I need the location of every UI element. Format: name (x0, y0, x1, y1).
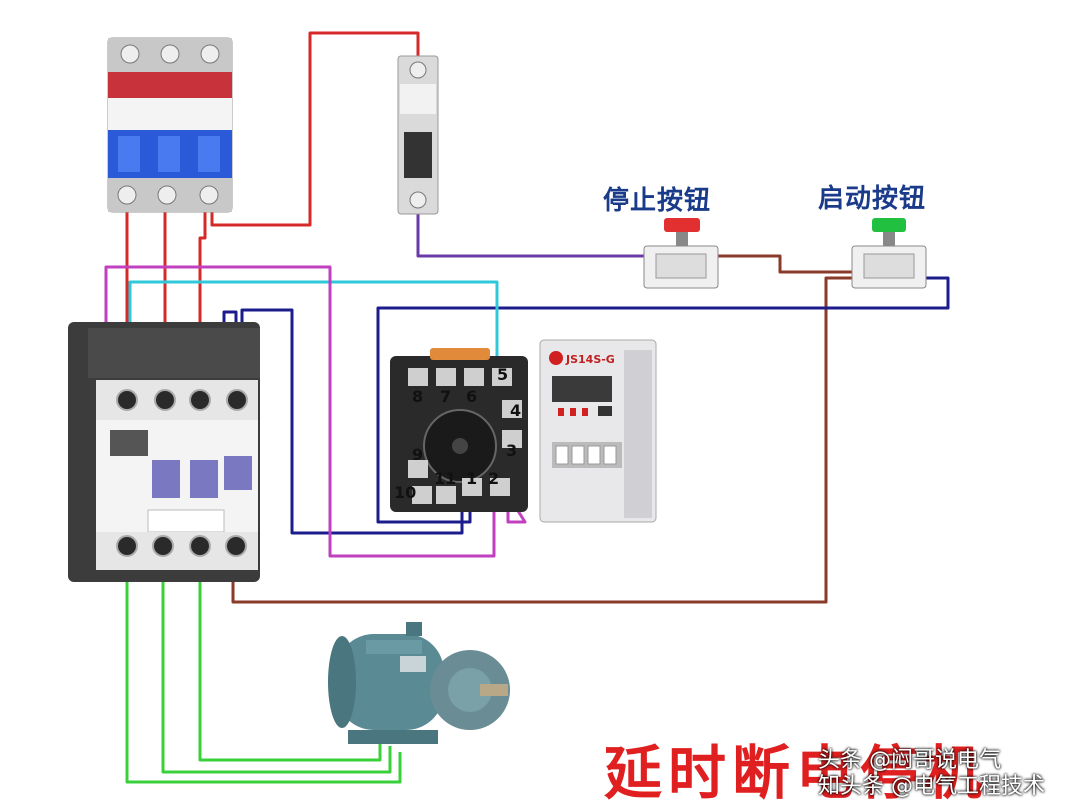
socket-num-7: 7 (440, 387, 451, 406)
start-button-label: 启动按钮 (818, 184, 927, 214)
socket-num-5: 5 (497, 365, 508, 384)
wire-t1 (125, 562, 402, 784)
watermark-line-1: 头条 @闷哥说电气 (818, 748, 1001, 773)
stop-button-label: 停止按钮 (603, 186, 712, 216)
wire-t2 (161, 562, 392, 774)
wire-to-stop (416, 212, 645, 258)
watermark-line-2: 知头条 @电气工程技术 (818, 774, 1045, 799)
socket-num-8: 8 (412, 387, 423, 406)
wire-start-to-socket (376, 276, 950, 524)
stop-button (643, 218, 719, 289)
socket-num-4: 4 (510, 401, 521, 420)
socket-num-6: 6 (466, 387, 477, 406)
three-pole-breaker (107, 37, 233, 213)
contactor (68, 322, 260, 582)
wire-return (231, 276, 852, 604)
socket-num-11: 11 (434, 469, 456, 488)
socket-num-3: 3 (506, 441, 517, 460)
socket-num-2: 2 (488, 469, 499, 488)
relay-socket: 5 6 7 8 4 3 9 10 11 1 2 (390, 348, 528, 512)
wire-t3 (198, 562, 382, 762)
wire-l3 (198, 205, 207, 395)
socket-num-1: 1 (466, 469, 477, 488)
wire-control-supply (210, 31, 420, 227)
socket-num-10: 10 (394, 483, 416, 502)
watermark: 头条 @闷哥说电气 知头条 @电气工程技术 (818, 748, 1045, 800)
time-relay: JS14S-G (539, 339, 657, 523)
diagram-title: 延时断电停机 (604, 739, 989, 807)
wire-magenta (104, 265, 496, 558)
timer-model: JS14S-G (565, 353, 615, 366)
socket-num-9: 9 (412, 445, 423, 464)
wire-stop-start (710, 254, 852, 274)
control-breaker (397, 55, 439, 215)
motor (328, 622, 510, 744)
start-button (851, 218, 927, 289)
